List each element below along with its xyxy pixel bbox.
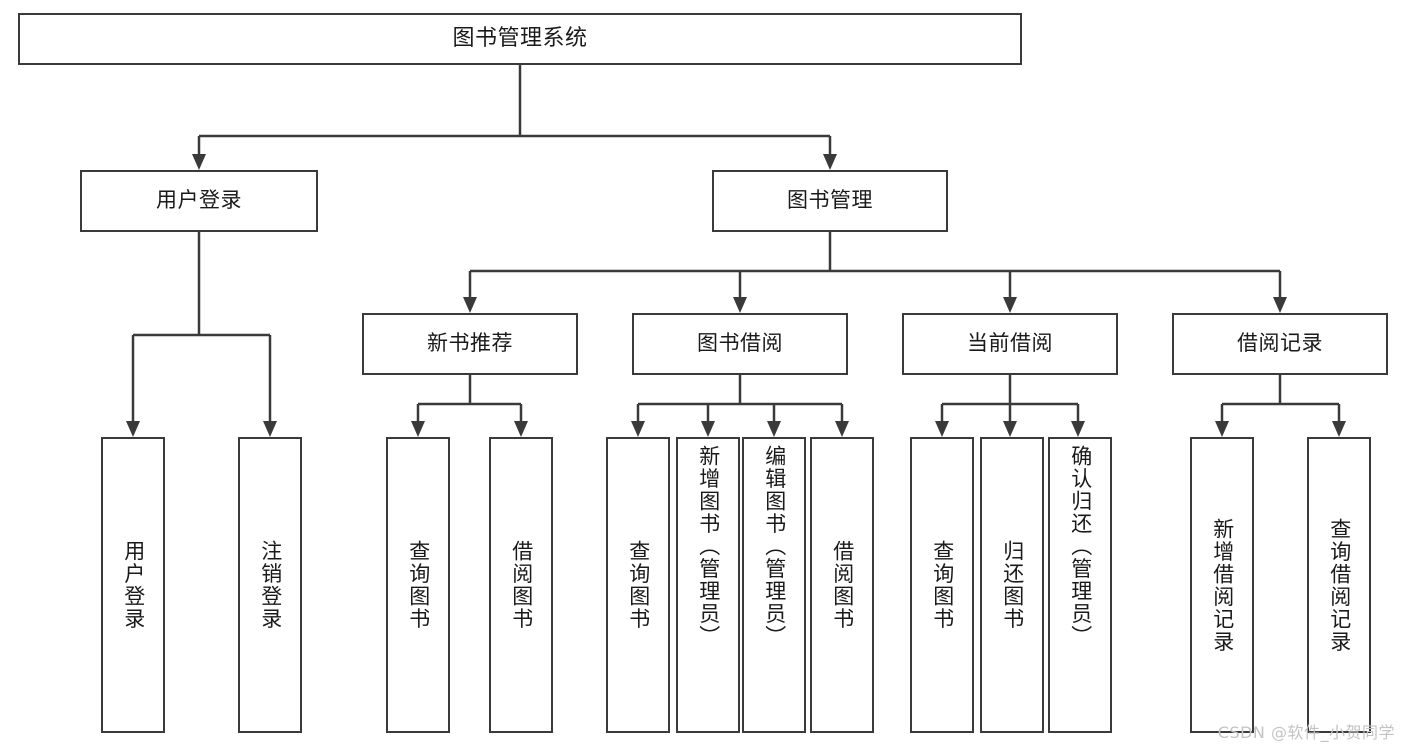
- leaf-borrow-book-2-label: 借阅图书: [830, 540, 855, 630]
- node-new-book-recommend[interactable]: 新书推荐: [362, 313, 578, 375]
- leaf-edit-book[interactable]: 编辑图书（管理员）: [742, 437, 806, 733]
- node-current-borrow[interactable]: 当前借阅: [902, 313, 1118, 375]
- arrow-book-borrow-leaf3: [767, 421, 781, 437]
- arrow-book-borrow-leaf1: [631, 421, 645, 437]
- arrow-to-user-login: [192, 154, 206, 170]
- leaf-query-book-2[interactable]: 查询图书: [606, 437, 670, 733]
- leaf-query-book-1[interactable]: 查询图书: [386, 437, 450, 733]
- leaf-return-book[interactable]: 归还图书: [980, 437, 1044, 733]
- arrow-current-borrow-leaf3: [1071, 421, 1085, 437]
- watermark: CSDN @软件_小贺同学: [1217, 723, 1395, 742]
- node-book-borrow-label: 图书借阅: [697, 331, 783, 356]
- arrow-to-current-borrow: [1003, 297, 1017, 313]
- leaf-query-book-2-label: 查询图书: [626, 540, 651, 630]
- leaf-add-book[interactable]: 新增图书（管理员）: [676, 437, 740, 733]
- leaf-add-record[interactable]: 新增借阅记录: [1190, 437, 1254, 733]
- leaf-add-record-label: 新增借阅记录: [1210, 517, 1235, 653]
- arrow-to-borrow-record: [1273, 297, 1287, 313]
- leaf-confirm-return[interactable]: 确认归还（管理员）: [1048, 437, 1112, 733]
- arrow-new-book-leaf1: [411, 421, 425, 437]
- arrow-book-borrow-leaf2: [701, 421, 715, 437]
- leaf-query-book-1-label: 查询图书: [406, 540, 431, 630]
- arrow-to-book-borrow: [733, 297, 747, 313]
- leaf-add-book-label: 新增图书（管理员）: [696, 445, 721, 648]
- arrow-to-book-manage: [823, 154, 837, 170]
- node-book-manage-label: 图书管理: [787, 188, 873, 213]
- leaf-query-book-3[interactable]: 查询图书: [910, 437, 974, 733]
- leaf-edit-book-label: 编辑图书（管理员）: [762, 445, 787, 648]
- node-new-book-recommend-label: 新书推荐: [427, 331, 513, 356]
- node-root-label: 图书管理系统: [452, 25, 588, 51]
- arrow-new-book-leaf2: [514, 421, 528, 437]
- node-borrow-record[interactable]: 借阅记录: [1172, 313, 1388, 375]
- arrow-borrow-record-leaf2: [1332, 421, 1346, 437]
- leaf-borrow-book-1[interactable]: 借阅图书: [489, 437, 553, 733]
- arrow-user-login-leaf2: [263, 421, 277, 437]
- leaf-query-record-label: 查询借阅记录: [1327, 517, 1352, 653]
- node-book-manage[interactable]: 图书管理: [712, 170, 948, 232]
- leaf-query-record[interactable]: 查询借阅记录: [1307, 437, 1371, 733]
- leaf-user-logout[interactable]: 注销登录: [238, 437, 302, 733]
- node-user-login[interactable]: 用户登录: [80, 170, 318, 232]
- leaf-user-login[interactable]: 用户登录: [101, 437, 165, 733]
- arrow-book-borrow-leaf4: [835, 421, 849, 437]
- arrow-current-borrow-leaf1: [935, 421, 949, 437]
- leaf-confirm-return-label: 确认归还（管理员）: [1068, 445, 1093, 648]
- node-root[interactable]: 图书管理系统: [18, 13, 1022, 65]
- node-borrow-record-label: 借阅记录: [1237, 331, 1323, 356]
- node-current-borrow-label: 当前借阅: [967, 331, 1053, 356]
- arrow-borrow-record-leaf1: [1215, 421, 1229, 437]
- leaf-borrow-book-2[interactable]: 借阅图书: [810, 437, 874, 733]
- leaf-return-book-label: 归还图书: [1000, 540, 1025, 630]
- leaf-user-logout-label: 注销登录: [258, 540, 283, 630]
- leaf-borrow-book-1-label: 借阅图书: [509, 540, 534, 630]
- leaf-query-book-3-label: 查询图书: [930, 540, 955, 630]
- arrow-user-login-leaf1: [126, 421, 140, 437]
- leaf-user-login-label: 用户登录: [121, 540, 146, 630]
- node-book-borrow[interactable]: 图书借阅: [632, 313, 848, 375]
- arrow-to-new-book: [463, 297, 477, 313]
- node-user-login-label: 用户登录: [156, 188, 242, 213]
- arrow-current-borrow-leaf2: [1003, 421, 1017, 437]
